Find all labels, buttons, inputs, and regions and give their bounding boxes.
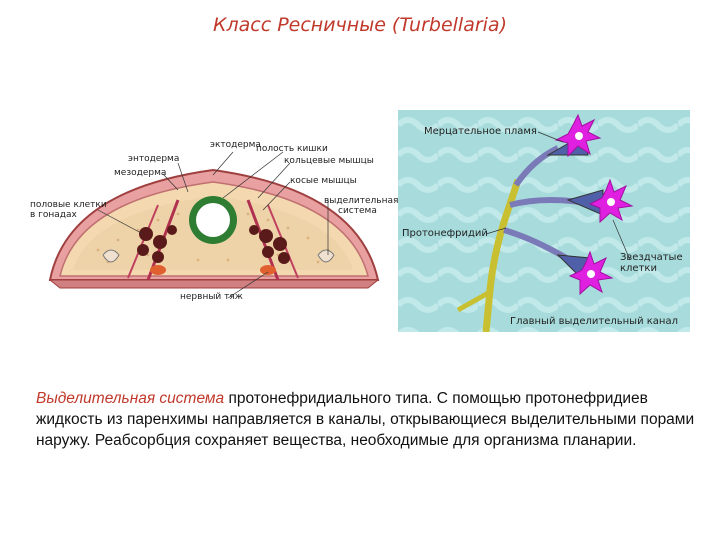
label-oblique-muscles: косые мышцы bbox=[290, 176, 357, 186]
label-main-canal: Главный выделительный канал bbox=[510, 316, 678, 327]
cross-section-figure: эктодерма полость кишки энтодерма кольце… bbox=[28, 130, 398, 310]
label-ectoderm: эктодерма bbox=[210, 140, 261, 150]
label-sex-cells-2: в гонадах bbox=[30, 210, 77, 220]
label-nerve-cord: нервный тяж bbox=[180, 292, 243, 302]
label-ring-muscles: кольцевые мышцы bbox=[284, 156, 374, 166]
label-excretory-2: система bbox=[338, 206, 377, 216]
label-entoderm: энтодерма bbox=[128, 154, 180, 164]
description-text: Выделительная система протонефридиальног… bbox=[36, 388, 696, 451]
label-stellate-cells-2: клетки bbox=[620, 263, 657, 274]
description-rest: протонефридиального типа. С помощью прот… bbox=[36, 390, 695, 449]
label-stellate-cells: Звездчатые bbox=[620, 252, 683, 263]
protonephridium-drawing bbox=[398, 110, 690, 333]
label-mesoderm: мезодерма bbox=[114, 168, 167, 178]
label-flame-cell: Мерцательное пламя bbox=[424, 126, 537, 137]
highlight-term: Выделительная система bbox=[36, 390, 225, 407]
label-protonephridium: Протонефридий bbox=[402, 228, 488, 239]
label-gut-cavity: полость кишки bbox=[256, 144, 328, 154]
page-title: Класс Ресничные (Turbellaria) bbox=[212, 14, 507, 36]
label-excretory: выделительная bbox=[324, 196, 399, 206]
protonephridium-figure: Мерцательное пламя Протонефридий Звездча… bbox=[398, 110, 690, 333]
cross-section-drawing bbox=[48, 151, 380, 299]
label-sex-cells: половые клетки bbox=[30, 200, 107, 210]
